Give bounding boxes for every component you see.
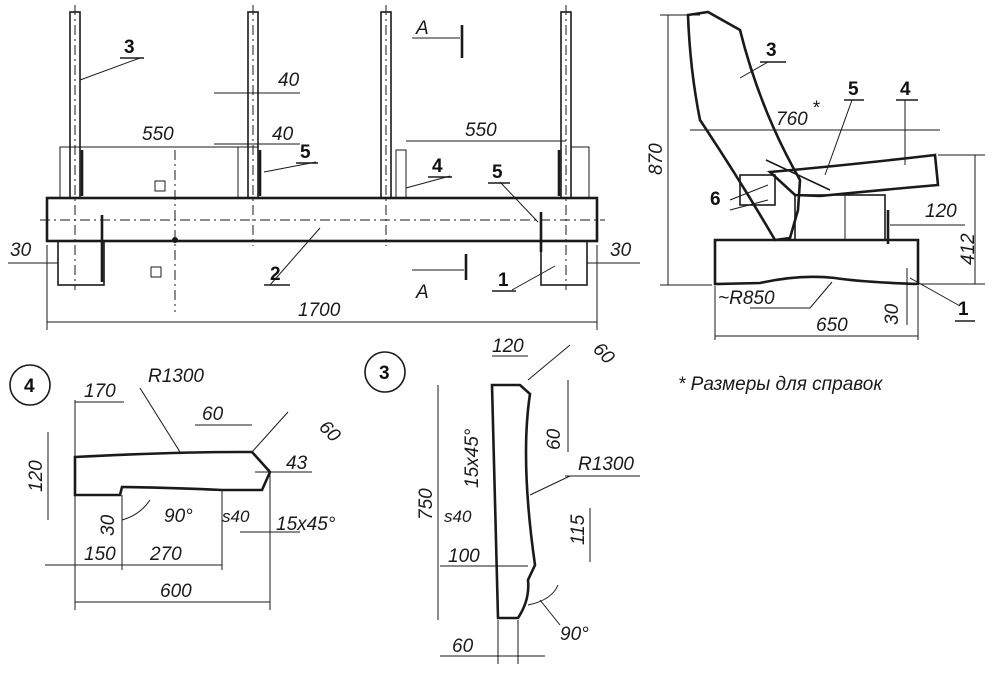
- d3-angle-90: 90°: [560, 624, 589, 645]
- ref-star: *: [812, 98, 820, 119]
- dim-overall-length: 1700: [298, 300, 341, 321]
- d4-dim-150: 150: [84, 544, 116, 565]
- seat-block: [794, 194, 886, 241]
- post-brackets: [59, 146, 590, 282]
- detail-3: 3 120 60 60 15x45° 750 R1300 s40 115 100…: [364, 336, 640, 664]
- leg-left: [57, 240, 105, 286]
- footnote-reference-dims: * Размеры для справок: [678, 374, 883, 395]
- d4-radius: R1300: [148, 366, 204, 387]
- side-label-part-5: 5: [848, 79, 859, 100]
- d4-angle-90: 90°: [164, 506, 193, 527]
- label-part-1: 1: [498, 270, 509, 291]
- side-label-part-4: 4: [900, 79, 911, 100]
- dim-seat-depth: 760: [776, 109, 808, 130]
- detail-4-circle: [9, 364, 51, 406]
- side-label-part-1: 1: [958, 299, 969, 320]
- d4-dim-43: 43: [286, 453, 308, 474]
- dim-seat-height: 412: [958, 233, 979, 265]
- label-part-4: 4: [432, 156, 443, 177]
- d4-dim-270: 270: [149, 544, 182, 565]
- detail-3-shape: [490, 383, 537, 620]
- label-part-3: 3: [124, 37, 135, 58]
- dim-pad-thickness: 120: [925, 201, 957, 222]
- d4-chamfer: 15x45°: [276, 514, 336, 535]
- d4-thickness: s40: [222, 507, 250, 526]
- detail-3-number: 3: [379, 363, 390, 384]
- d3-dim-115: 115: [568, 514, 589, 545]
- d3-radius: R1300: [578, 454, 634, 475]
- d3-height: 750: [416, 488, 437, 520]
- side-backrest: [686, 10, 802, 242]
- d3-dim-100: 100: [448, 546, 480, 567]
- dim-post-width-mid: 40: [272, 124, 294, 145]
- d3-chamfer: 15x45°: [462, 428, 483, 488]
- detail-4: 4 170 R1300 60 60 120 43 30 90° s40 15x4…: [9, 364, 345, 610]
- dim-side-height: 870: [646, 143, 667, 175]
- side-label-part-6: 6: [710, 189, 721, 210]
- label-part-5-left: 5: [300, 142, 311, 163]
- dim-end-offset-left: 30: [10, 240, 32, 261]
- d4-dim-60b: 60: [314, 417, 344, 447]
- section-mark-a-bottom: A: [415, 282, 429, 303]
- d4-dim-170: 170: [84, 381, 116, 402]
- section-mark-a-top: A: [415, 18, 429, 39]
- d4-dim-60a: 60: [202, 404, 224, 425]
- dim-base-length: 650: [816, 315, 848, 336]
- d3-dim-60-top: 60: [588, 339, 618, 369]
- front-view: A A 1700 550 550 30 30 40 40 3 5 4 5 2: [8, 5, 640, 330]
- d4-dim-600: 600: [160, 581, 192, 602]
- dim-radius: ~R850: [718, 288, 775, 309]
- d4-dim-30: 30: [98, 514, 119, 536]
- d4-dim-120: 120: [26, 460, 47, 492]
- d3-dim-120: 120: [492, 336, 524, 357]
- label-part-5-right: 5: [492, 162, 503, 183]
- detail-4-shape: [73, 450, 272, 497]
- side-view: 870 760 * 412 120 650 ~R850 30 3 5 4 6 1: [646, 10, 985, 340]
- dim-span-right: 550: [465, 120, 497, 141]
- d3-dim-60-bottom: 60: [452, 636, 474, 657]
- side-label-part-3: 3: [766, 40, 777, 61]
- side-seat: [766, 153, 940, 198]
- detail-4-number: 4: [24, 376, 35, 397]
- dim-end-offset-right: 30: [610, 240, 632, 261]
- d3-dim-60-side: 60: [544, 428, 565, 450]
- label-part-2: 2: [270, 264, 281, 285]
- side-block-6: [739, 174, 776, 206]
- dim-span-left: 550: [142, 124, 174, 145]
- d3-thickness: s40: [444, 507, 472, 526]
- side-base: [713, 238, 920, 286]
- leg-right: [540, 240, 588, 286]
- dim-post-width-top: 40: [278, 70, 300, 91]
- detail-3-circle: [364, 351, 406, 393]
- dim-base-offset: 30: [882, 303, 903, 325]
